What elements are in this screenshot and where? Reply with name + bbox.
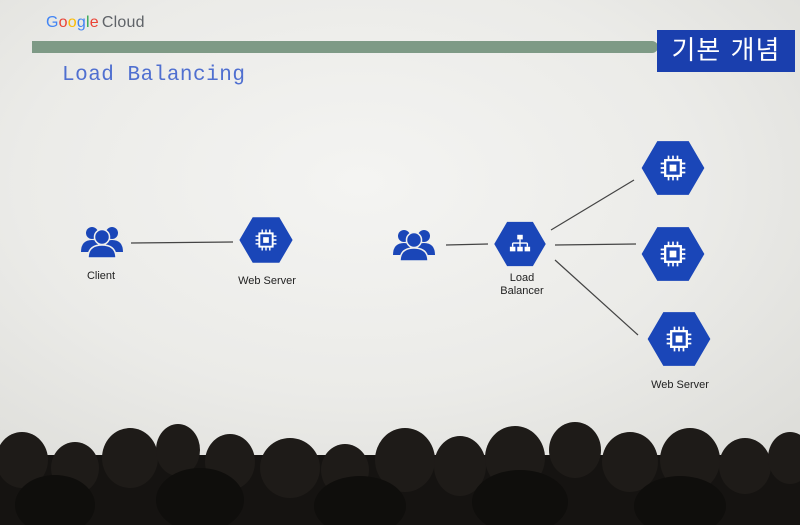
web-server-label: Web Server	[238, 275, 296, 287]
load-balancing-diagram	[80, 141, 711, 366]
users-icon	[392, 229, 436, 262]
web-server-group-label: Web Server	[651, 379, 709, 391]
server-chip-icon	[647, 312, 711, 366]
client-label: Client	[86, 270, 116, 282]
load-balancer-icon	[494, 221, 546, 267]
audience-silhouettes	[0, 422, 800, 525]
header-band	[32, 41, 658, 53]
server-chip-icon	[641, 227, 705, 281]
client-users-icon	[80, 226, 124, 259]
web-server-icon	[239, 217, 293, 263]
section-badge: 기본 개념	[657, 30, 795, 72]
slide-title: Load Balancing	[62, 64, 246, 87]
load-balancer-label-line1: Load	[509, 272, 535, 284]
server-chip-icon	[641, 141, 705, 195]
load-balancer-label: Load Balancer	[477, 272, 567, 298]
load-balancer-label-line2: Balancer	[500, 285, 544, 297]
